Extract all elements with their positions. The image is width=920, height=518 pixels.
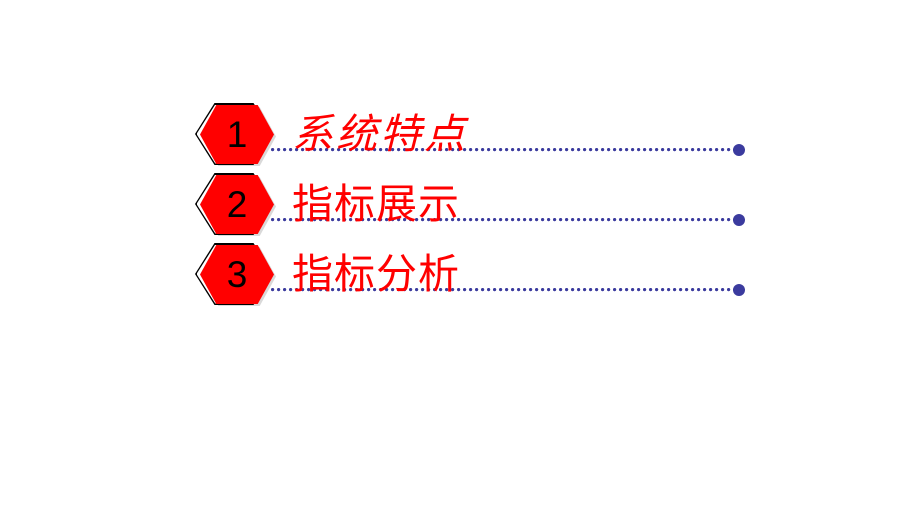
- agenda-row[interactable]: 2 指标展示: [0, 170, 920, 242]
- agenda-number-badge-3[interactable]: 3: [195, 243, 281, 309]
- hexagon-fill-icon: [200, 105, 274, 164]
- connector-end-dot: [733, 144, 745, 156]
- agenda-label-2[interactable]: 指标展示: [292, 180, 460, 227]
- agenda-number-3: 3: [226, 254, 248, 295]
- connector-end-dot: [733, 284, 745, 296]
- agenda-number-1: 1: [226, 114, 248, 155]
- hexagon-fill-icon: [200, 245, 274, 304]
- agenda-number-badge-2[interactable]: 2: [195, 173, 281, 239]
- dotted-connector-line: [253, 218, 738, 222]
- connector-end-dot: [733, 214, 745, 226]
- dotted-connector-line: [253, 288, 738, 292]
- agenda-number-2: 2: [226, 184, 248, 225]
- agenda-label-1[interactable]: 系统特点: [292, 110, 468, 157]
- agenda-row[interactable]: 3 指标分析: [0, 240, 920, 312]
- agenda-number-badge-1[interactable]: 1: [195, 103, 281, 169]
- hexagon-fill-icon: [200, 175, 274, 234]
- agenda-row[interactable]: 1 系统特点: [0, 100, 920, 172]
- dotted-connector-line: [253, 148, 738, 152]
- agenda-label-3[interactable]: 指标分析: [292, 250, 460, 297]
